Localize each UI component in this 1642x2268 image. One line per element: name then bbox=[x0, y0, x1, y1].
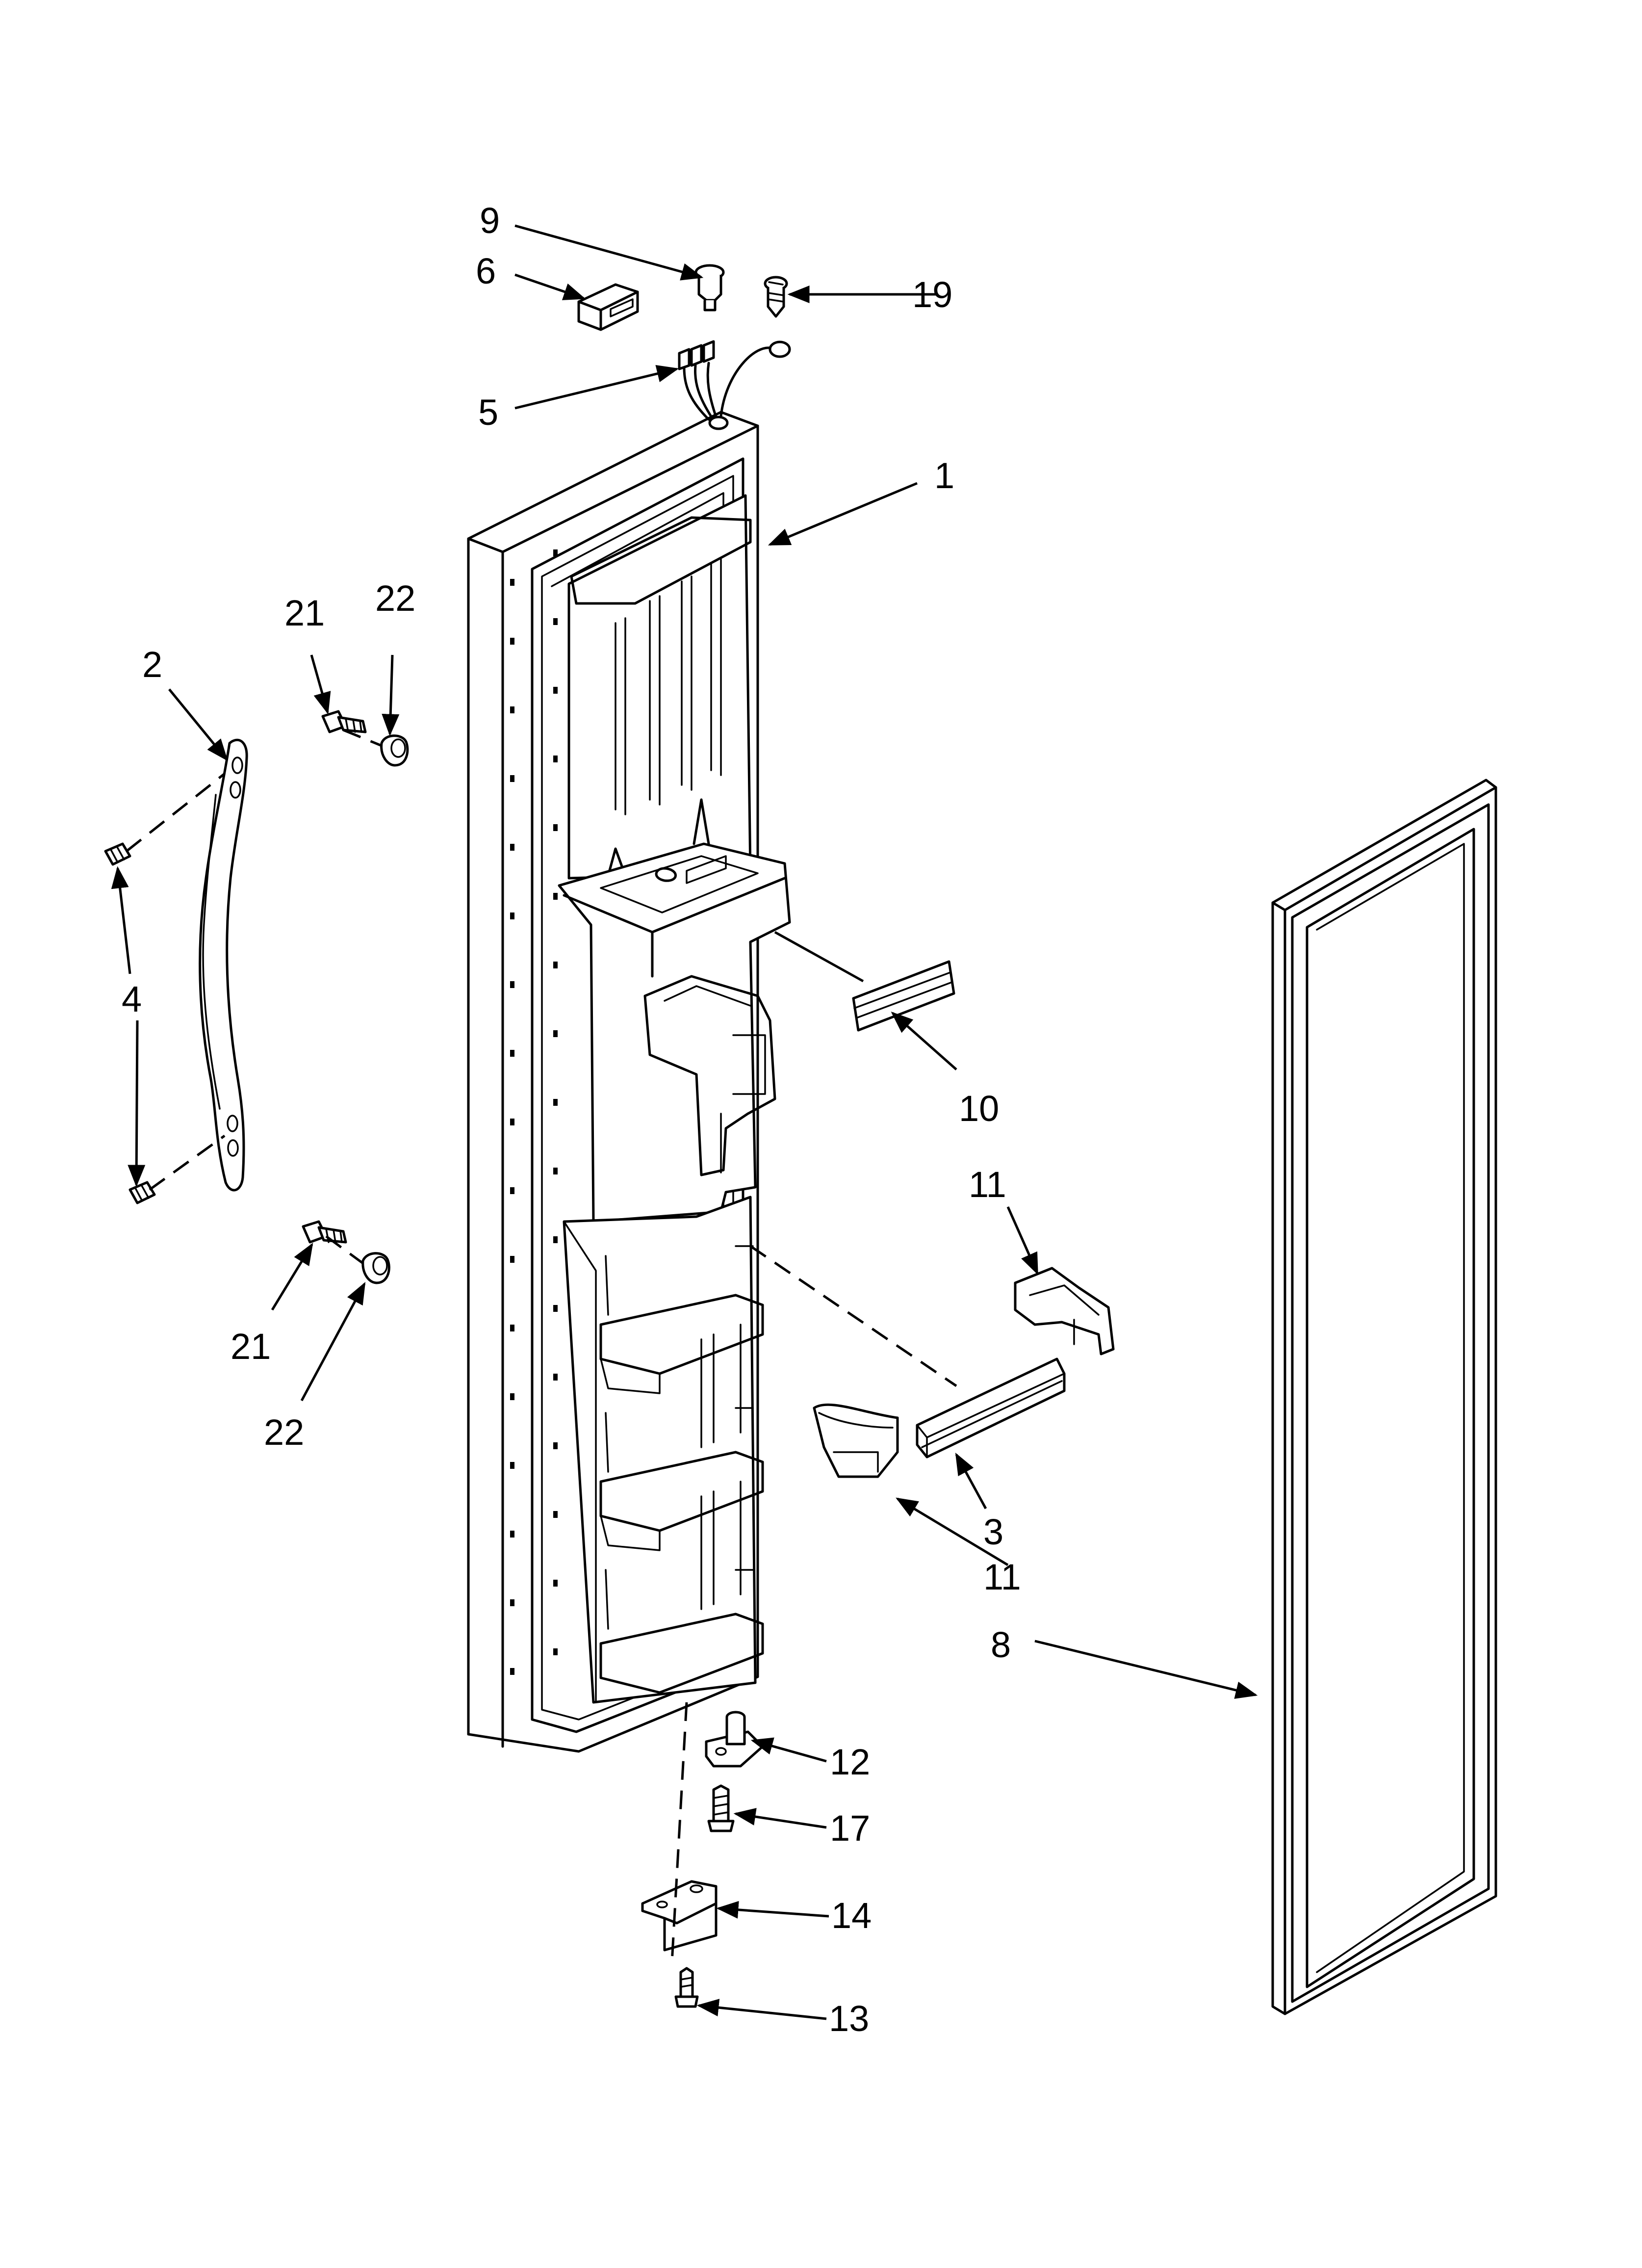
callout-14: 14 bbox=[831, 1895, 872, 1936]
handle-stud-upper[interactable] bbox=[104, 842, 131, 866]
dispenser-trim-strip[interactable] bbox=[852, 960, 955, 1032]
handle-stud-lower[interactable] bbox=[128, 1181, 156, 1204]
shelf-end-cap-left[interactable] bbox=[813, 1403, 899, 1478]
door-assembly[interactable] bbox=[467, 411, 791, 1753]
callout-10: 10 bbox=[959, 1088, 999, 1129]
hinge-bracket[interactable] bbox=[641, 1880, 718, 1952]
light-socket[interactable] bbox=[694, 264, 725, 312]
door-gasket[interactable] bbox=[1271, 779, 1497, 2015]
handle-spacer-upper[interactable] bbox=[380, 734, 409, 767]
callout-21-upper: 21 bbox=[284, 593, 325, 633]
handle-spacer-lower[interactable] bbox=[361, 1252, 390, 1284]
callout-11-upper: 11 bbox=[969, 1164, 1006, 1205]
connector-block[interactable] bbox=[577, 283, 639, 331]
callout-labels: 9 6 19 5 1 2 21 22 4 10 11 21 22 3 11 8 … bbox=[122, 200, 1021, 2039]
callout-6: 6 bbox=[476, 251, 496, 291]
callout-11-lower: 11 bbox=[983, 1557, 1021, 1597]
callout-22-lower: 22 bbox=[264, 1412, 304, 1453]
door-handle[interactable] bbox=[199, 738, 248, 1192]
hinge-pin-bushing[interactable] bbox=[705, 1711, 764, 1768]
wire-harness[interactable] bbox=[678, 340, 791, 421]
handle-screw-upper[interactable] bbox=[321, 710, 367, 733]
shelf-rail[interactable] bbox=[916, 1357, 1066, 1459]
assembly-lines bbox=[126, 729, 957, 1963]
callout-12: 12 bbox=[830, 1742, 870, 1782]
callout-1: 1 bbox=[934, 455, 954, 496]
hinge-screw-upper[interactable] bbox=[707, 1784, 735, 1832]
callout-5: 5 bbox=[478, 392, 498, 433]
callout-2: 2 bbox=[142, 644, 162, 685]
callout-4: 4 bbox=[122, 979, 142, 1019]
shelf-end-cap-right[interactable] bbox=[1014, 1267, 1115, 1356]
callout-19: 19 bbox=[912, 274, 952, 315]
callout-17: 17 bbox=[830, 1808, 870, 1849]
callout-3: 3 bbox=[983, 1512, 1003, 1552]
callout-9: 9 bbox=[480, 200, 500, 241]
hinge-screw-lower[interactable] bbox=[674, 1967, 699, 2008]
callout-21-lower: 21 bbox=[231, 1326, 271, 1367]
leader-lines bbox=[111, 224, 1258, 2020]
ground-screw[interactable] bbox=[764, 276, 788, 318]
callout-22-upper: 22 bbox=[375, 578, 415, 619]
handle-screw-lower[interactable] bbox=[302, 1220, 347, 1244]
callout-13: 13 bbox=[829, 1998, 869, 2039]
door-edge-rivets bbox=[510, 549, 558, 1675]
callout-8: 8 bbox=[991, 1624, 1011, 1665]
